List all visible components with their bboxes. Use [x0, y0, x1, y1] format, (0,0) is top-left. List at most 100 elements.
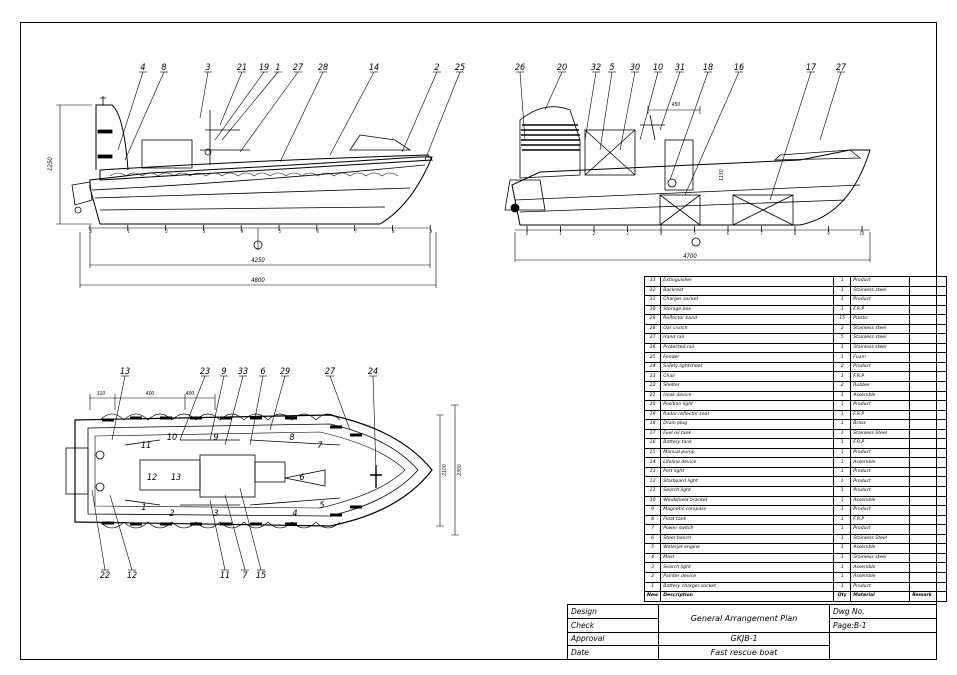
reflector-band [160, 522, 172, 526]
plan-callout-top-13: 13 [120, 367, 130, 377]
side-frame-4: 4 [241, 229, 244, 234]
check-label: Check [567, 617, 659, 633]
plan-width-inner: 2100 [442, 464, 448, 476]
side-callout-19: 19 [259, 63, 269, 73]
title-block: Design General Arrangement Plan Dwg No. … [567, 604, 937, 660]
profile-frame-7: 7 [760, 231, 763, 236]
approval-label: Approval [567, 631, 659, 647]
profile-frame-8: 8 [794, 231, 797, 236]
profile-frame-9: 9 [827, 231, 830, 236]
profile-callout-5: 5 [609, 63, 614, 73]
plan-dim-c: 400 [186, 391, 195, 397]
profile-frame-6: 6 [727, 231, 730, 236]
side-callout-14: 14 [369, 63, 379, 73]
profile-frame-4: 4 [660, 231, 663, 236]
side-frame-9: 9 [430, 229, 433, 234]
model-number: GKJB-1 [658, 631, 830, 647]
profile-length-dim: 4700 [683, 253, 697, 260]
reflector-band [102, 418, 114, 422]
reflector-band [350, 505, 362, 509]
side-height-dim: 1250 [47, 157, 54, 171]
side-callout-1: 1 [275, 63, 280, 73]
reflector-band [102, 521, 114, 525]
plan-compartment-3: 3 [213, 509, 218, 519]
plan-view [65, 375, 459, 571]
side-callout-21: 21 [237, 63, 247, 73]
page-number: Page:B-1 [829, 617, 937, 633]
profile-frame-1: 1 [559, 231, 561, 236]
plan-callout-bottom-11: 11 [220, 571, 230, 581]
profile-callout-18: 18 [703, 63, 713, 73]
side-callout-25: 25 [455, 63, 465, 73]
plan-compartment-8: 8 [289, 433, 294, 443]
reflector-band [190, 522, 202, 526]
plan-compartment-10: 10 [167, 433, 177, 443]
design-label: Design [567, 604, 659, 619]
profile-callout-20: 20 [557, 63, 567, 73]
side-frame-0: 0 [90, 229, 93, 234]
plan-compartment-5: 5 [319, 501, 324, 511]
profile-frame-10: 10 [860, 231, 865, 236]
side-frame-5: 5 [279, 229, 282, 234]
profile-callout-31: 31 [675, 63, 685, 73]
reflector-band [250, 522, 262, 526]
profile-frame-3: 3 [626, 231, 629, 236]
reflector-band [220, 522, 232, 526]
plan-callout-top-27: 27 [325, 367, 336, 377]
plan-callout-bottom-22: 22 [100, 571, 110, 581]
reflector-band [160, 416, 172, 420]
plan-dim-a: 310 [97, 391, 106, 397]
reflector-band [285, 522, 297, 526]
profile-callout-26: 26 [515, 63, 525, 73]
side-frame-1: 1 [128, 229, 130, 234]
date-label: Date [567, 645, 659, 660]
profile-callout-10: 10 [653, 63, 663, 73]
side-length-dim: 4800 [251, 277, 265, 284]
reflector-band [190, 416, 202, 420]
plan-callout-top-9: 9 [221, 367, 226, 377]
plan-width-outer: 2300 [457, 464, 463, 476]
profile-top-dim: 450 [672, 102, 681, 108]
reflector-band [250, 416, 262, 420]
plan-compartment-11: 11 [141, 441, 151, 451]
reflector-band [130, 522, 142, 526]
plan-compartment-1: 1 [141, 503, 146, 513]
profile-callout-17: 17 [806, 63, 817, 73]
plan-callout-bottom-7: 7 [242, 571, 248, 581]
side-frame-2: 2 [165, 229, 168, 234]
drawing-title: General Arrangement Plan [658, 604, 830, 633]
plan-callout-top-6: 6 [260, 367, 265, 377]
profile-height-dim: 1150 [719, 169, 725, 181]
profile-view [504, 71, 871, 262]
side-frame-3: 3 [203, 229, 206, 234]
plan-compartment-12: 12 [147, 473, 157, 483]
side-callout-3: 3 [205, 63, 210, 73]
side-view [56, 71, 464, 288]
